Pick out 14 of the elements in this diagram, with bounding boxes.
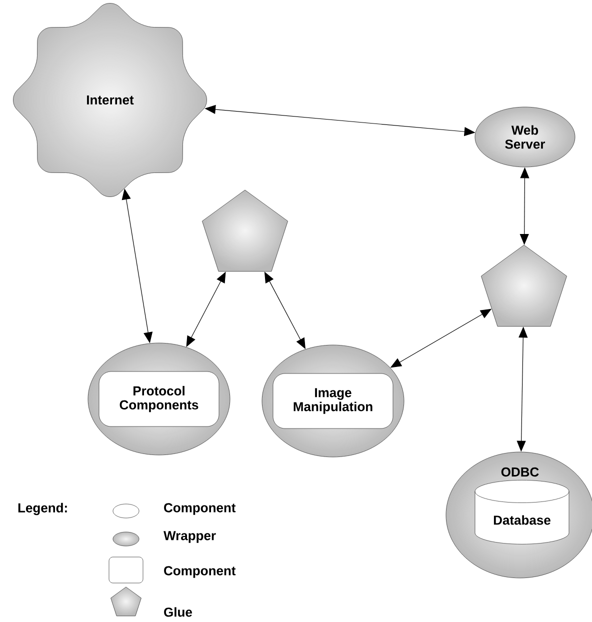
component-box: Image Manipulation (272, 373, 394, 429)
legend-title: Legend: (18, 502, 67, 516)
pentagon (202, 190, 288, 272)
legend-text: Glue (164, 607, 192, 617)
legend-text: Component (164, 566, 236, 578)
heading: ODBC (501, 467, 539, 477)
database-cylinder: Database (474, 480, 570, 544)
pentagon (481, 244, 567, 327)
wrapper-ellipse (88, 342, 230, 456)
legend-text: Wrapper (164, 531, 216, 543)
cloud-burst: Internet (13, 3, 207, 197)
component-box: Protocol Components (98, 371, 220, 427)
legend-text: Component (164, 503, 236, 515)
wrapper-ellipse (262, 344, 404, 458)
